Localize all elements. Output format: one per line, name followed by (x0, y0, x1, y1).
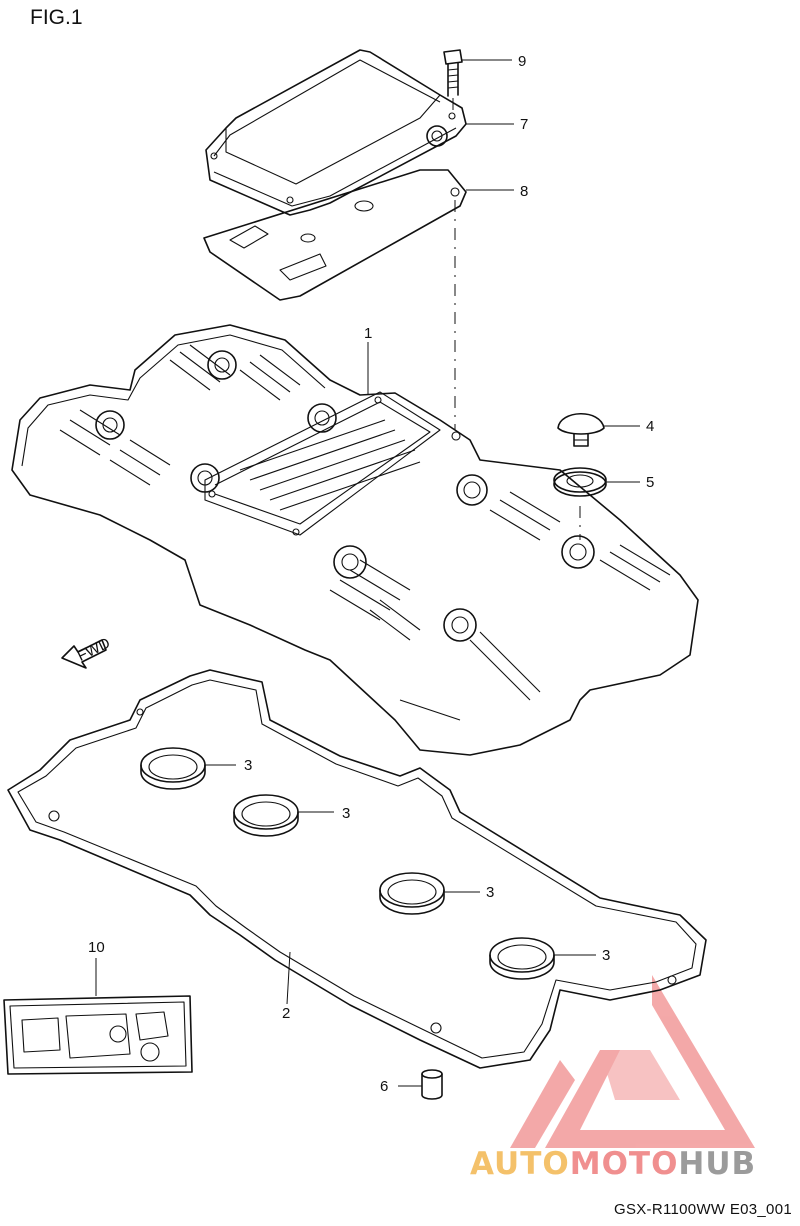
grommet-part-5 (553, 467, 607, 497)
callout-8: 8 (520, 183, 528, 200)
model-code: GSX-R1100WW E03_001 (613, 1201, 792, 1218)
seal-part-3-c (379, 872, 445, 915)
cylinder-head-cover-part-1 (11, 324, 699, 756)
gasket-set-part-10 (3, 995, 193, 1075)
watermark-wordmark: AUTOMOTOHUB (470, 1146, 756, 1182)
watermark-logo-icon (510, 975, 755, 1148)
callout-6: 6 (380, 1078, 388, 1095)
cap-bolt-part-4 (557, 413, 605, 447)
callout-3-b: 3 (342, 805, 350, 822)
watermark-auto: AUTO (470, 1146, 570, 1182)
callout-3-c: 3 (486, 884, 494, 901)
callout-3-d: 3 (602, 947, 610, 964)
head-cover-gasket-part-2 (7, 669, 707, 1069)
callout-1: 1 (364, 325, 372, 342)
dowel-pin-part-6 (421, 1069, 443, 1100)
callout-5: 5 (646, 474, 654, 491)
callout-2: 2 (282, 1005, 290, 1022)
callout-9: 9 (518, 53, 526, 70)
callout-10: 10 (88, 939, 105, 956)
watermark-moto: MOTO (569, 1146, 679, 1182)
callout-3-a: 3 (244, 757, 252, 774)
fwd-label: FWD (75, 634, 113, 664)
breather-cover-part-7 (205, 49, 467, 216)
seal-part-3-a (140, 747, 206, 790)
watermark-hub: HUB (678, 1146, 757, 1182)
figure-title: FIG.1 (30, 6, 83, 29)
seal-part-3-d (489, 937, 555, 980)
gasket-part-8 (203, 169, 467, 301)
bolt-part-9 (443, 49, 463, 97)
callout-4: 4 (646, 418, 654, 435)
callout-7: 7 (520, 116, 528, 133)
seal-part-3-b (233, 794, 299, 837)
forward-direction-arrow-icon: FWD (61, 634, 113, 669)
leader-lines (95, 59, 640, 1087)
